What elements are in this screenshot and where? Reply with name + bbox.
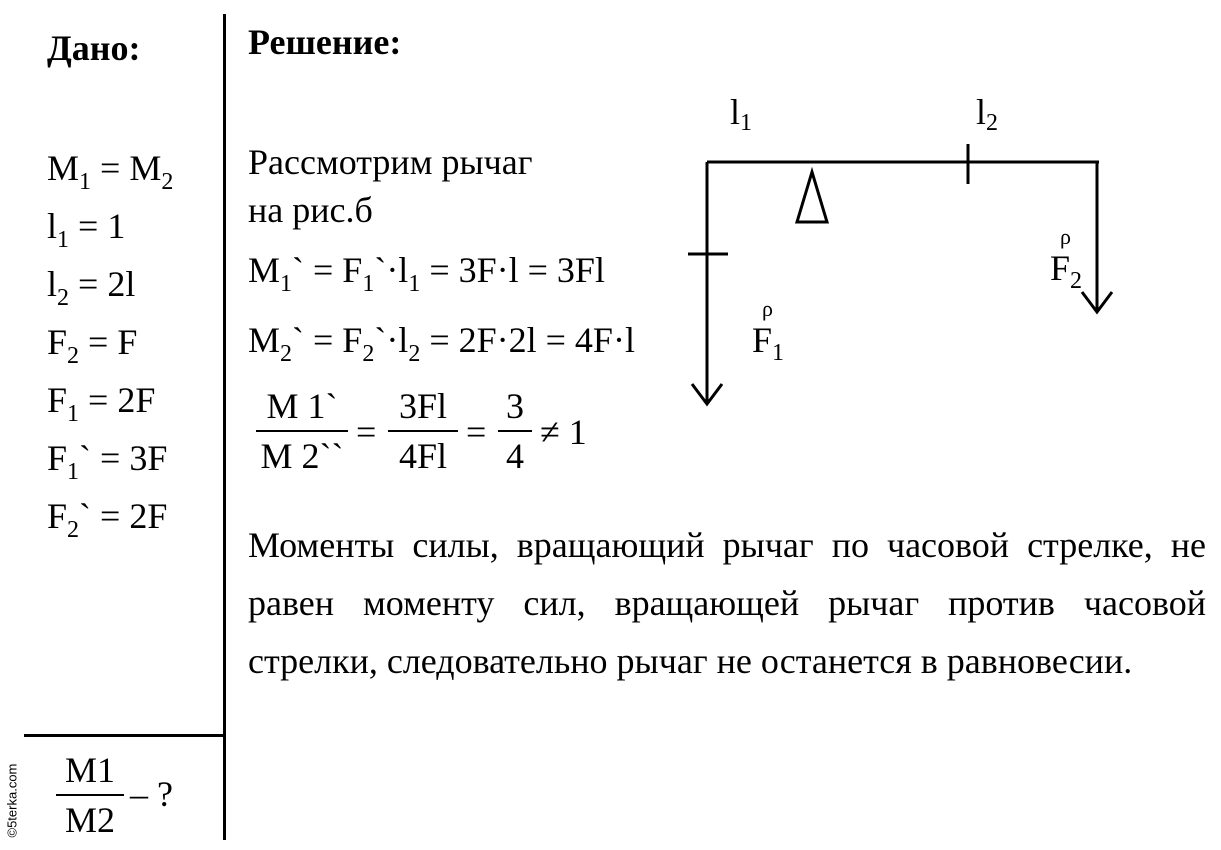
fulcrum-triangle	[794, 166, 830, 224]
find-numerator: M1	[64, 750, 115, 790]
ratio-equals-1: =	[356, 412, 377, 452]
ratio-fraction-2: 3Fl 4Fl	[388, 388, 458, 474]
label-l2: l2	[976, 92, 998, 136]
equation-moment-1: M1` = F1`·l1 = 3F·l = 3Fl	[248, 250, 605, 297]
vector-mark-f1: ρ	[762, 296, 773, 321]
given-line-2: l1 = 1	[47, 206, 126, 253]
force-f1-arrowhead	[690, 383, 724, 407]
ratio-not-equal: ≠ 1	[540, 412, 587, 452]
given-line-7: F2` = 2F	[47, 496, 168, 543]
conclusion-paragraph: Моменты силы, вращающий рычаг по часовой…	[248, 525, 1206, 681]
intro-line-2: на рис.б	[248, 190, 373, 230]
ratio-equals-2: =	[466, 412, 487, 452]
ratio-fraction-1: M 1` M 2``	[256, 388, 348, 474]
find-fraction: M1 M2	[56, 752, 124, 838]
solution-title: Решение:	[248, 22, 402, 62]
find-fraction-bar	[56, 794, 124, 796]
horizontal-divider	[24, 734, 224, 737]
find-denominator: M2	[64, 800, 115, 840]
force-f2-arrowhead	[1080, 291, 1114, 315]
intro-line-1: Рассмотрим рычаг	[248, 142, 533, 182]
given-line-1: M1 = M2	[47, 148, 174, 195]
vertical-divider	[223, 14, 226, 840]
ratio-fraction-3: 3 4	[498, 388, 532, 474]
given-title: Дано:	[47, 28, 141, 68]
label-l1: l1	[730, 92, 752, 136]
given-line-3: l2 = 2l	[47, 264, 136, 311]
given-line-5: F1 = 2F	[47, 380, 156, 427]
find-suffix: – ?	[130, 774, 173, 814]
equation-moment-2: M2` = F2`·l2 = 2F·2l = 4F·l	[248, 320, 635, 367]
given-line-4: F2 = F	[47, 322, 138, 369]
label-f1: F1	[752, 320, 784, 366]
vector-mark-f2: ρ	[1060, 224, 1071, 249]
given-line-6: F1` = 3F	[47, 438, 168, 485]
label-f2: F2	[1050, 248, 1082, 294]
